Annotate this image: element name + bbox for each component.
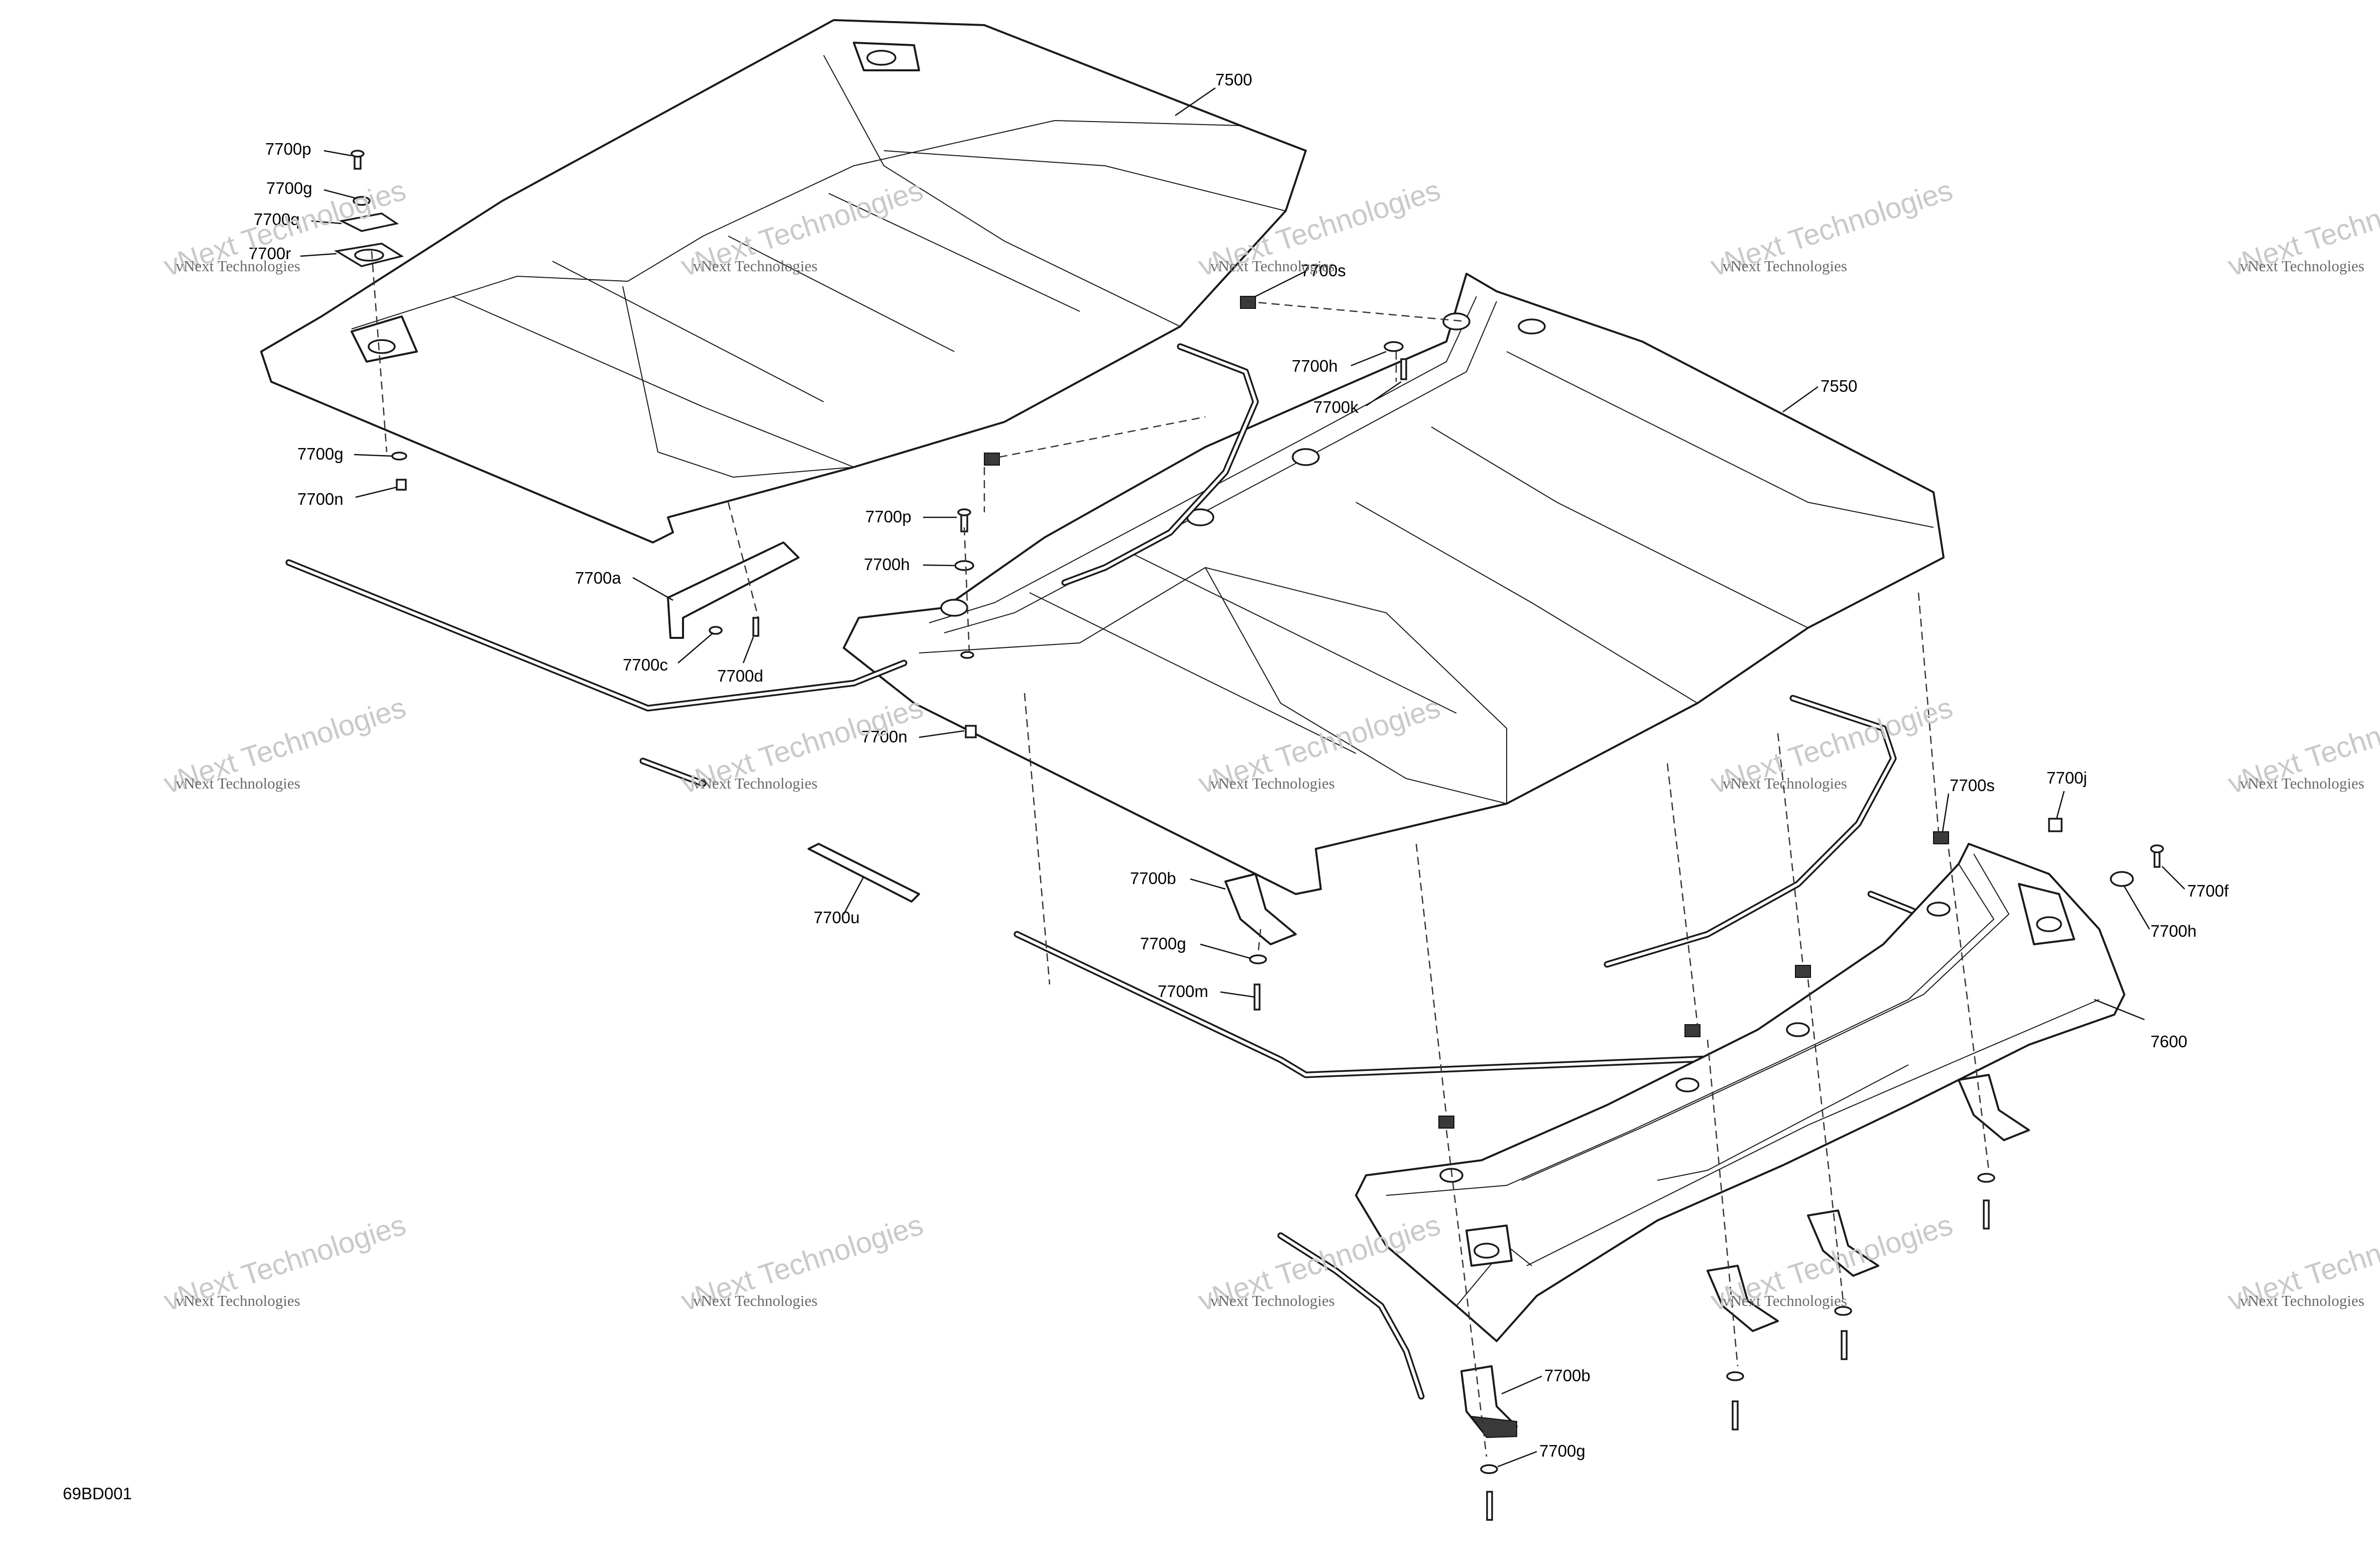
callout-7700g-mid: 7700g: [1140, 934, 1186, 953]
callout-7700r: 7700r: [249, 244, 291, 263]
callout-7700h-top: 7700h: [1292, 357, 1338, 375]
hardware-items: [334, 150, 2164, 1521]
svg-text:vNext Technologies: vNext Technologies: [693, 1292, 818, 1309]
callout-7700p-mid: 7700p: [865, 507, 912, 526]
svg-text:vNext Technologies: vNext Technologies: [2240, 257, 2364, 275]
callout-7700d: 7700d: [717, 667, 763, 685]
svg-text:vNext Technologies: vNext Technologies: [1723, 775, 1847, 792]
callout-7700q: 7700q: [254, 210, 300, 229]
bracket-7700a: [667, 541, 800, 639]
svg-text:vNext Technologies: vNext Technologies: [176, 775, 300, 792]
callout-7700h-mid: 7700h: [864, 555, 910, 574]
leader-lines: [300, 87, 2185, 1468]
callout-7700p-top: 7700p: [265, 140, 311, 158]
svg-text:vNext Technologies: vNext Technologies: [1723, 257, 1847, 275]
watermark: vNext Technologies vNext Technologies: [2224, 691, 2380, 800]
callout-7500: 7500: [1215, 70, 1252, 89]
svg-text:vNext Technologies: vNext Technologies: [176, 257, 300, 275]
roof-panel-7500: [260, 19, 1307, 543]
callout-7700k: 7700k: [1313, 398, 1358, 416]
svg-text:vNext Technologies: vNext Technologies: [176, 1292, 300, 1309]
watermark: vNext Technologies vNext Technologies: [160, 1208, 409, 1317]
callout-7600: 7600: [2150, 1032, 2187, 1051]
roof-panel-7550: [843, 273, 1945, 895]
strip-7700u: [808, 843, 920, 903]
svg-text:vNext Technologies: vNext Technologies: [2240, 1292, 2364, 1309]
watermark: vNext Technologies vNext Technologies: [677, 1208, 927, 1317]
assembly-lines: [371, 251, 1990, 1457]
front-cap-7600: [1355, 843, 2125, 1342]
svg-text:vNext Technologies: vNext Technologies: [1210, 1292, 1335, 1309]
watermark: vNext Technologies vNext Technologies: [1707, 174, 1956, 283]
callout-7700g-bottom: 7700g: [1539, 1442, 1585, 1460]
svg-text:vNext Technologies: vNext Technologies: [693, 257, 818, 275]
svg-text:vNext Technologies: vNext Technologies: [2240, 775, 2364, 792]
callout-7700n-left: 7700n: [297, 490, 344, 508]
watermark: vNext Technologies vNext Technologies: [677, 691, 927, 800]
callout-7550: 7550: [1821, 377, 1857, 395]
callout-7700n-mid: 7700n: [861, 727, 908, 746]
svg-text:vNext Technologies: vNext Technologies: [693, 775, 818, 792]
callout-7700s-right: 7700s: [1950, 776, 1995, 795]
callout-7700g-top: 7700g: [266, 179, 312, 197]
watermark: vNext Technologies vNext Technologies: [1194, 1208, 1444, 1317]
clips-7700b: [1224, 873, 2030, 1439]
callout-7700b-mid: 7700b: [1130, 869, 1176, 888]
callout-7700f: 7700f: [2187, 881, 2229, 900]
svg-text:vNext Technologies: vNext Technologies: [1723, 1292, 1847, 1309]
callout-7700h-right: 7700h: [2150, 922, 2197, 940]
callout-7700m: 7700m: [1158, 982, 1208, 1001]
svg-text:vNext Technologies: vNext Technologies: [1210, 775, 1335, 792]
callout-7700c: 7700c: [623, 655, 668, 674]
callout-7700s-top: 7700s: [1301, 261, 1346, 280]
svg-text:vNext Technologies: vNext Technologies: [1210, 257, 1335, 275]
callout-7700g-left: 7700g: [297, 445, 344, 463]
watermark: vNext Technologies vNext Technologies: [160, 691, 409, 800]
callout-7700b-bottom: 7700b: [1544, 1366, 1591, 1385]
watermark: vNext Technologies vNext Technologies: [2224, 174, 2380, 283]
watermark: vNext Technologies vNext Technologies: [2224, 1208, 2380, 1317]
callout-7700j: 7700j: [2047, 768, 2087, 787]
callout-7700a: 7700a: [575, 569, 621, 587]
callout-7700u: 7700u: [814, 908, 860, 927]
drawing-id: 69BD001: [63, 1484, 132, 1503]
callout-labels: 7500 7550 7600 7700p 7700g 7700q 7700r 7…: [249, 70, 2229, 1460]
